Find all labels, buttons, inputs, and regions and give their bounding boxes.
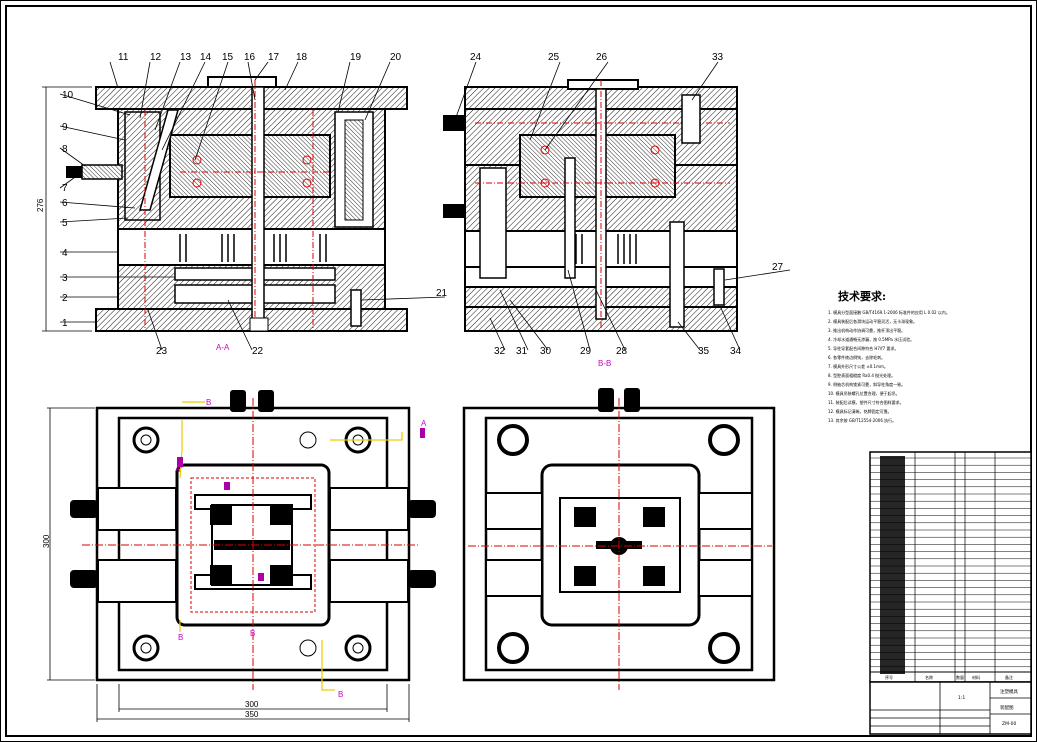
balloon-3: 3 [62,273,68,284]
plan-view-left [70,390,436,691]
balloon-21: 21 [436,288,448,299]
balloon-set-right: 24 25 26 27 28 29 30 31 32 33 34 35 [470,52,784,357]
plan-dimensions [47,407,410,722]
balloon-20: 20 [390,52,402,63]
balloon-26: 26 [596,52,608,63]
tech-line-12: 12. 模具标记清晰，铭牌固定可靠。 [828,408,892,414]
title-assembly: 装配图 [1000,704,1014,711]
section-view-left [66,76,408,332]
balloon-4: 4 [62,248,68,259]
balloon-13: 13 [180,52,192,63]
balloon-34: 34 [730,346,742,357]
leader-lines [59,61,791,351]
cut-mark-a-left: A [175,465,181,474]
cut-mark-a-right: A [421,419,427,428]
cut-mark-b-mid2: B [178,633,183,642]
tech-line-10: 10. 模具吊装螺孔位置合理，便于起吊。 [828,390,900,396]
tech-line-5: 5. 导柱导套配合间隙符合 H7/f7 要求。 [828,345,898,351]
dimension-276 [42,86,92,332]
balloon-set-left: 1 2 3 4 5 6 7 8 9 10 11 12 13 14 15 16 1… [62,52,448,357]
cut-mark-b-top: B [206,398,211,407]
plan-view-right [462,388,776,690]
parts-list: 序号 名称 数量 材料 备注 [869,451,1032,683]
cut-mark-b-bottom: B [338,690,343,699]
balloon-2: 2 [62,293,68,304]
title-scale: 1:1 [958,695,965,701]
tech-line-6: 6. 各零件棱边倒钝，去除毛刺。 [828,354,885,360]
balloon-32: 32 [494,346,506,357]
balloon-11: 11 [118,52,129,63]
parts-header-material: 材料 [972,674,980,680]
title-code: ZM-00 [1002,721,1016,727]
title-drawing-name: 注塑模具 [1000,688,1018,695]
tech-line-13: 13. 其余按 GB/T12554-2006 执行。 [828,417,896,423]
balloon-19: 19 [350,52,362,63]
section-view-right [443,79,738,332]
title-block: 注塑模具 装配图 1:1 ZM-00 [869,681,1032,735]
parts-header-remark: 备注 [1005,674,1013,680]
balloon-27: 27 [772,262,784,273]
dimension-276-label: 276 [36,198,45,212]
balloon-9: 9 [62,122,68,133]
section-label-a: A-A [216,343,230,352]
balloon-30: 30 [540,346,552,357]
technical-requirements: 技术要求: 1. 模具分型面接触 GB/T4169.1-2006 标准件的应用 … [828,289,950,423]
balloon-29: 29 [580,346,592,357]
inner-frame [5,5,1032,737]
balloon-14: 14 [200,52,212,63]
balloon-23: 23 [156,346,168,357]
tech-line-7: 7. 模具外形尺寸公差 ±0.1mm。 [828,363,888,369]
balloon-24: 24 [470,52,482,63]
balloon-12: 12 [150,52,162,63]
balloon-5: 5 [62,218,68,229]
tech-line-3: 3. 推出机构动作协调可靠，推杆顶出平稳。 [828,327,905,333]
tech-line-9: 9. 侧抽芯机构锁紧可靠，斜导柱角度一致。 [828,381,905,387]
balloon-8: 8 [62,144,68,155]
balloon-33: 33 [712,52,724,63]
balloon-35: 35 [698,346,710,357]
balloon-7: 7 [62,183,68,194]
balloon-31: 31 [516,346,528,357]
balloon-28: 28 [616,346,628,357]
section-label-b: B-B [598,359,611,368]
balloon-18: 18 [296,52,308,63]
dimension-300-horizontal: 300 [245,700,259,709]
dimension-300-vertical: 300 [42,534,51,548]
parts-header-qty: 数量 [956,674,964,680]
tech-line-2: 2. 模具装配后各滑块运动平稳灵活，无卡滞现象。 [828,318,917,324]
parts-header-index: 序号 [885,674,893,680]
cut-mark-b-mid1: B [250,629,255,638]
balloon-17: 17 [268,52,280,63]
balloon-22: 22 [252,346,264,357]
balloon-6: 6 [62,198,68,209]
tech-title: 技术要求: [838,289,886,303]
dimension-350-horizontal: 350 [245,710,259,719]
tech-line-11: 11. 装配后试模，塑件尺寸符合图样要求。 [828,399,904,405]
tech-line-8: 8. 型腔表面粗糙度 Ra0.4 抛光处理。 [828,372,895,378]
tech-line-4: 4. 冷却水道通畅无渗漏，按 0.5MPa 水压试验。 [828,336,914,342]
tech-line-1: 1. 模具分型面接触 GB/T4169.1-2006 标准件的应用 L 0.02… [828,309,950,315]
parts-header-name: 名称 [925,674,933,680]
balloon-25: 25 [548,52,560,63]
balloon-16: 16 [244,52,256,63]
balloon-10: 10 [62,90,74,101]
balloon-1: 1 [62,318,68,329]
balloon-15: 15 [222,52,234,63]
